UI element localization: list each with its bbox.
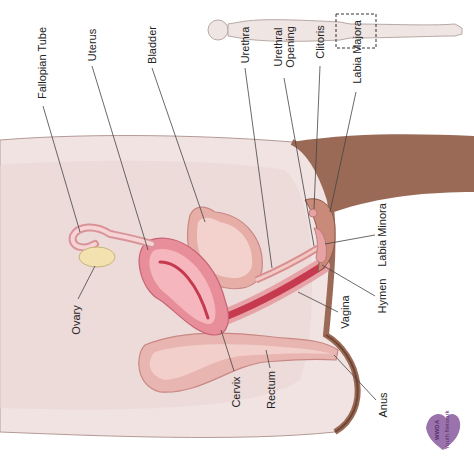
part-label: Rectum [265,371,277,409]
logo-text: WWDA [434,420,441,440]
fallopian-tube-inner [73,227,152,247]
part-label: Vagina [339,295,351,328]
body-section [0,136,358,438]
uterus-organ [139,238,228,335]
clitoris-bump [309,209,317,217]
part-label: Urethra [239,27,251,64]
labia-minora-fold [314,228,326,263]
part-label: Urethral Opening [272,20,296,74]
logo-mark [426,414,460,450]
part-label: Bladder [146,26,158,64]
part-label: Labia Minora [376,203,388,267]
fallopian-tube [73,227,152,247]
part-label: Ovary [70,305,82,334]
rectum-lumen [150,344,332,380]
leader-lines [43,66,376,400]
uterine-cavity [160,262,208,318]
part-label: Hymen [376,279,388,314]
part-label: Uterus [86,29,98,61]
part-label: Cervix [230,376,242,407]
ovary-organ [79,247,115,267]
part-label: Labia Majora [351,20,363,84]
part-label: Clitoris [314,25,326,59]
uterus-lining [149,249,215,324]
part-label: Fallopian Tube [36,27,48,99]
part-label: Anus [377,392,389,417]
logo-text: Youth Network [444,411,451,450]
